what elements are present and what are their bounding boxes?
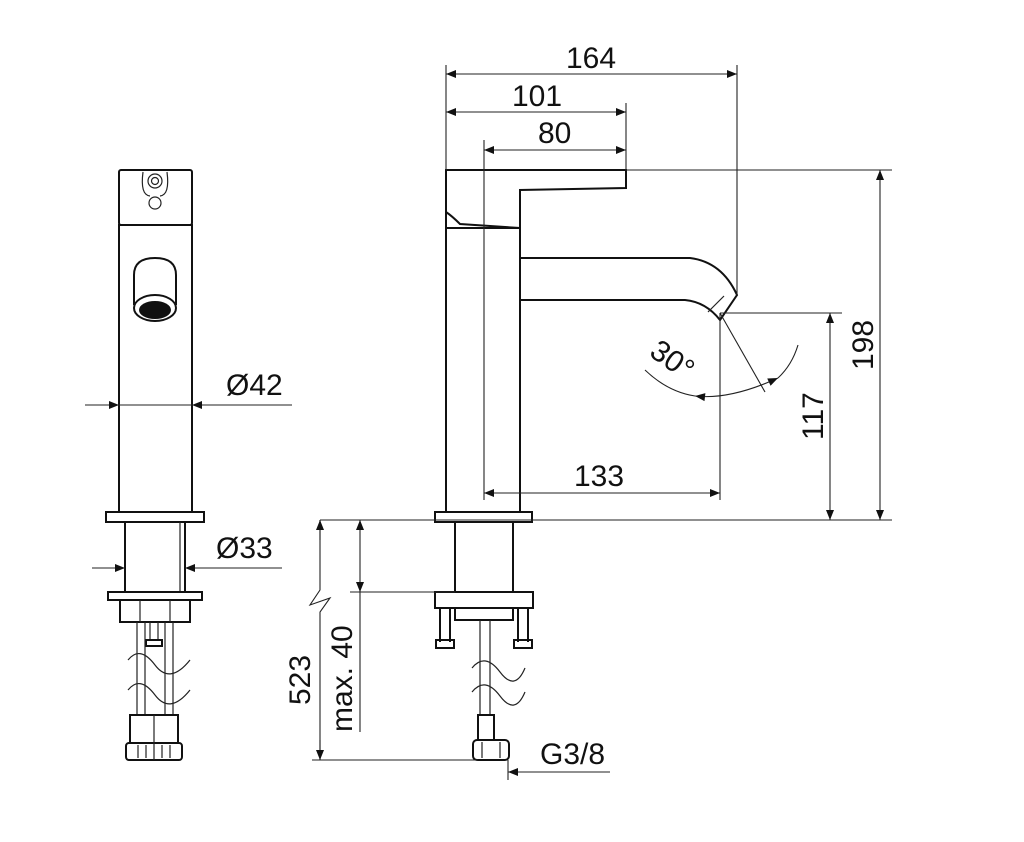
spout-lever-offset-label: 80 — [538, 117, 571, 150]
connection-thread-label: G3/8 — [540, 738, 605, 771]
hose-length-label: 523 — [284, 655, 317, 705]
spout — [520, 257, 739, 322]
spout-height-label: 117 — [797, 392, 830, 440]
max-deck-thickness-label: max. 40 — [326, 625, 359, 732]
spout-reach-label: 133 — [574, 460, 624, 493]
overall-length-label: 164 — [566, 42, 616, 75]
overall-height-label: 198 — [847, 320, 880, 370]
shank-diameter-label: Ø33 — [216, 532, 273, 565]
hose-length-line — [308, 520, 332, 760]
body — [118, 224, 193, 513]
front-view — [434, 169, 739, 761]
spout-angle-label: 30° — [644, 334, 700, 387]
dimension-lines: 164 101 80 198 117 133 30° 523 max. 40 G… — [284, 42, 892, 780]
body-diameter-label: Ø42 — [226, 369, 283, 402]
lever-length-label: 101 — [512, 80, 562, 113]
aerator — [133, 256, 177, 305]
break-lines — [127, 653, 191, 705]
side-view: Ø42 Ø33 — [85, 169, 292, 761]
lever — [445, 169, 627, 230]
